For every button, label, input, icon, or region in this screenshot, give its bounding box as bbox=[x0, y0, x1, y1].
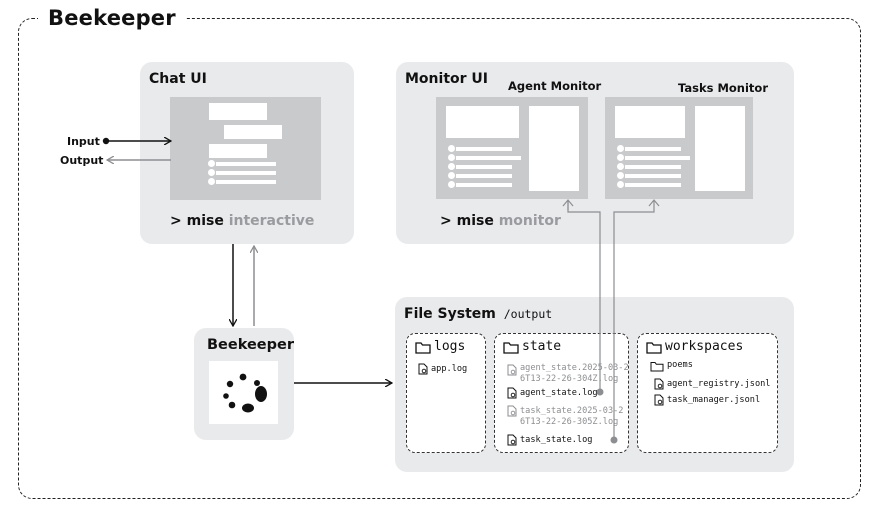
monitor-list-line bbox=[456, 183, 512, 187]
beekeeper-boundary bbox=[18, 18, 861, 499]
monitor-side-pane bbox=[695, 106, 745, 191]
monitor-list-bullet bbox=[448, 145, 455, 152]
agent-state-to-monitor-connector bbox=[562, 199, 604, 396]
logs-folder-name: logs bbox=[434, 339, 466, 354]
chat-bubble bbox=[224, 125, 282, 139]
monitor-list-bullet bbox=[617, 154, 624, 161]
chat-command: > mise interactive bbox=[170, 213, 314, 229]
tasks-monitor-label: Tasks Monitor bbox=[678, 81, 769, 95]
agent-state-archive-line2: 6T13-22-26-304Z.log bbox=[520, 374, 619, 384]
task-state-archive-line1: task_state.2025-03-2 bbox=[520, 406, 624, 416]
chat-list-bullet bbox=[208, 160, 215, 167]
monitor-list-line bbox=[625, 147, 681, 151]
chat-command-prefix: > mise bbox=[170, 213, 224, 229]
input-label: Input bbox=[67, 135, 100, 148]
monitor-list-line bbox=[456, 156, 521, 160]
task-state-archive-line2: 6T13-22-26-305Z.log bbox=[520, 417, 619, 427]
monitor-list-line bbox=[456, 147, 512, 151]
workspaces-folder-box: workspaces poems agent_registry.jsonl ta… bbox=[637, 333, 778, 453]
folder-icon bbox=[415, 342, 431, 354]
beekeeper-logo bbox=[209, 361, 278, 424]
monitor-list-bullet bbox=[617, 163, 624, 170]
monitor-command: > mise monitor bbox=[440, 213, 561, 229]
settings-file-icon bbox=[654, 394, 664, 406]
log-file-icon bbox=[507, 405, 517, 417]
monitor-list-bullet bbox=[617, 172, 624, 179]
task-state-log-file: task_state.log bbox=[520, 435, 593, 445]
log-file-icon bbox=[507, 434, 517, 446]
chat-list-line bbox=[216, 162, 276, 166]
log-file-icon bbox=[507, 364, 517, 376]
monitor-list-bullet bbox=[448, 154, 455, 161]
chat-ui-panel: Chat UI > mise interactive bbox=[140, 62, 354, 244]
chat-list-line bbox=[216, 171, 276, 175]
state-folder-box: state agent_state.2025-03-2 6T13-22-26-3… bbox=[494, 333, 629, 453]
monitor-list-line bbox=[625, 156, 690, 160]
agent-state-archive-line1: agent_state.2025-03-2 bbox=[520, 363, 629, 373]
monitor-list-bullet bbox=[448, 181, 455, 188]
agent-monitor-label: Agent Monitor bbox=[508, 79, 602, 93]
folder-icon bbox=[503, 342, 519, 354]
log-file-icon bbox=[418, 363, 428, 375]
input-arrow bbox=[102, 138, 171, 144]
monitor-side-pane bbox=[529, 106, 579, 191]
state-folder-name: state bbox=[522, 339, 562, 354]
file-system-path: /output bbox=[503, 307, 553, 321]
monitor-list-line bbox=[456, 174, 512, 178]
monitor-list-bullet bbox=[448, 172, 455, 179]
monitor-command-prefix: > mise bbox=[440, 213, 494, 229]
settings-file-icon bbox=[654, 378, 664, 390]
agent-monitor-screen bbox=[436, 97, 588, 199]
monitor-ui-panel: Monitor UI Agent Monitor Tasks Monitor >… bbox=[396, 62, 794, 244]
monitor-list-bullet bbox=[448, 163, 455, 170]
agent-registry-file: agent_registry.jsonl bbox=[667, 379, 771, 389]
file-system-label: File System bbox=[404, 306, 496, 322]
monitor-list-line bbox=[625, 165, 681, 169]
task-state-to-monitor-connector bbox=[610, 199, 660, 444]
monitor-list-line bbox=[625, 174, 681, 178]
chat-list-bullet bbox=[208, 178, 215, 185]
logs-folder-box: logs app.log bbox=[406, 333, 486, 453]
log-file-icon bbox=[507, 387, 517, 399]
chat-list-bullet bbox=[208, 169, 215, 176]
agent-state-log-file: agent_state.log bbox=[520, 388, 598, 398]
monitor-pane bbox=[446, 106, 519, 138]
monitor-ui-title: Monitor UI bbox=[405, 71, 488, 87]
monitor-list-line bbox=[625, 183, 681, 187]
beekeeper-node: Beekeeper bbox=[194, 328, 294, 440]
chat-command-suffix: interactive bbox=[223, 213, 315, 229]
chat-bubble bbox=[209, 103, 267, 120]
workspaces-folder-name: workspaces bbox=[665, 339, 744, 354]
chat-screen bbox=[170, 97, 321, 200]
chat-list-line bbox=[216, 180, 276, 184]
diagram-title: Beekeeper bbox=[38, 6, 186, 30]
folder-icon bbox=[650, 362, 664, 372]
file-system-title: File System /output bbox=[404, 306, 552, 322]
app-log-file: app.log bbox=[431, 364, 468, 374]
beekeeper-node-title: Beekeeper bbox=[207, 337, 295, 353]
poems-folder-name: poems bbox=[667, 360, 693, 370]
beekeeper-logo-icon bbox=[223, 373, 267, 413]
monitor-list-line bbox=[456, 165, 512, 169]
folder-icon bbox=[646, 342, 662, 354]
chat-bubble bbox=[209, 144, 267, 158]
output-label: Output bbox=[60, 154, 104, 167]
tasks-monitor-screen bbox=[605, 97, 753, 199]
chat-ui-title: Chat UI bbox=[149, 71, 207, 87]
monitor-list-bullet bbox=[617, 145, 624, 152]
monitor-pane bbox=[615, 106, 685, 138]
task-manager-file: task_manager.jsonl bbox=[667, 395, 761, 405]
file-system-panel: File System /output logs app.log state a… bbox=[395, 297, 794, 472]
monitor-command-suffix: monitor bbox=[493, 213, 561, 229]
monitor-list-bullet bbox=[617, 181, 624, 188]
